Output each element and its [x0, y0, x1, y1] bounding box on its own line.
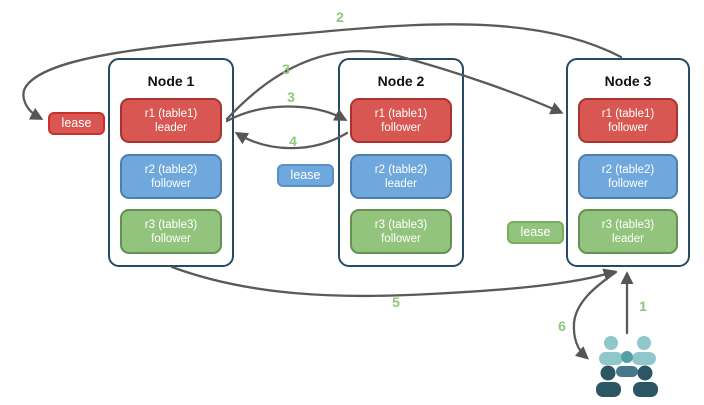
replica-role: leader — [155, 121, 187, 134]
arrow-step-6 — [572, 270, 618, 360]
replica-role: follower — [608, 121, 648, 134]
arrow-step-5 — [170, 265, 617, 298]
node2-replica-r2: r2 (table2) leader — [350, 154, 452, 199]
replica-role: follower — [151, 232, 191, 245]
node-1-title: Node 1 — [147, 73, 195, 89]
replica-role: leader — [612, 232, 644, 245]
replica-name: r2 (table2) — [144, 163, 198, 176]
replica-name: r3 (table3) — [374, 218, 428, 231]
node1-replica-r2: r2 (table2) follower — [120, 154, 222, 199]
replica-name: r2 (table2) — [374, 163, 428, 176]
step-label-3b: 3 — [287, 89, 295, 105]
replica-name: r3 (table3) — [601, 218, 655, 231]
step-label-1: 1 — [639, 298, 647, 314]
replica-name: r3 (table3) — [144, 218, 198, 231]
arrow-step-3-to-node2 — [225, 105, 348, 123]
node2-replica-r3: r3 (table3) follower — [350, 209, 452, 254]
step-label-2: 2 — [336, 9, 344, 25]
replica-role: follower — [381, 121, 421, 134]
replica-role: follower — [381, 232, 421, 245]
replica-role: follower — [608, 177, 648, 190]
replica-role: follower — [151, 177, 191, 190]
node3-replica-r2: r2 (table2) follower — [578, 154, 678, 199]
step-label-5: 5 — [392, 294, 400, 310]
replica-name: r2 (table2) — [601, 163, 655, 176]
node3-replica-r1: r1 (table1) follower — [578, 98, 678, 143]
node-1: Node 1 r1 (table1) leader r2 (table2) fo… — [108, 58, 234, 267]
node-2-title: Node 2 — [377, 73, 425, 89]
lease-badge-r2: lease — [277, 164, 334, 187]
node-2: Node 2 r1 (table1) follower r2 (table2) … — [338, 58, 464, 267]
step-label-6: 6 — [558, 318, 566, 334]
node2-replica-r1: r1 (table1) follower — [350, 98, 452, 143]
replica-name: r1 (table1) — [601, 107, 655, 120]
replica-role: leader — [385, 177, 417, 190]
node3-replica-r3: r3 (table3) leader — [578, 209, 678, 254]
node1-replica-r1: r1 (table1) leader — [120, 98, 222, 143]
step-label-4: 4 — [289, 133, 297, 149]
node-3-title: Node 3 — [604, 73, 652, 89]
node1-replica-r3: r3 (table3) follower — [120, 209, 222, 254]
node-3: Node 3 r1 (table1) follower r2 (table2) … — [566, 58, 690, 267]
lease-badge-r1: lease — [48, 112, 105, 135]
lease-badge-r3: lease — [507, 221, 564, 244]
users-icon — [596, 336, 658, 397]
replica-name: r1 (table1) — [374, 107, 428, 120]
step-label-3a: 3 — [282, 61, 290, 77]
replica-name: r1 (table1) — [144, 107, 198, 120]
